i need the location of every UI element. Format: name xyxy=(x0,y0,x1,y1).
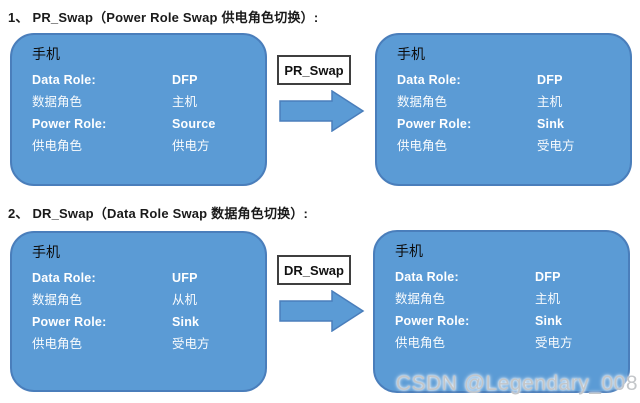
row-label: Data Role: xyxy=(395,270,459,284)
row-value: DFP xyxy=(537,73,563,87)
row-value: DFP xyxy=(172,73,198,87)
card-row: Power Role: Sink xyxy=(32,311,265,333)
card-row: Data Role: DFP xyxy=(397,69,630,91)
arrow-right-icon xyxy=(279,290,365,332)
row-value: 主机 xyxy=(535,292,561,306)
phone-card-dr-after: 手机 Data Role: DFP 数据角色 主机 Power Role: Si… xyxy=(373,230,630,393)
row-label: 供电角色 xyxy=(397,139,448,153)
card-title: 手机 xyxy=(32,46,60,62)
row-label: Power Role: xyxy=(32,315,107,329)
card-row: Data Role: DFP xyxy=(32,69,265,91)
section2-heading: 2、 DR_Swap（Data Role Swap 数据角色切换）: xyxy=(8,206,309,221)
row-value: 受电方 xyxy=(537,139,575,153)
card-row: Data Role: DFP xyxy=(395,266,628,288)
row-value: 主机 xyxy=(172,95,198,109)
card-row: Power Role: Sink xyxy=(397,113,630,135)
card-row: Power Role: Sink xyxy=(395,310,628,332)
card-row: 供电角色 供电方 xyxy=(32,135,265,157)
csdn-watermark: CSDN @Legendary_008 xyxy=(395,372,638,395)
row-label: 供电角色 xyxy=(395,336,446,350)
row-value: 受电方 xyxy=(535,336,573,350)
arrow-right-icon xyxy=(279,90,365,132)
card-row: Data Role: UFP xyxy=(32,267,265,289)
card-row: 供电角色 受电方 xyxy=(397,135,630,157)
row-label: Power Role: xyxy=(397,117,472,131)
card-row: 供电角色 受电方 xyxy=(32,333,265,355)
card-row: 数据角色 主机 xyxy=(395,288,628,310)
pr-swap-label: PR_Swap xyxy=(277,55,351,85)
card-title: 手机 xyxy=(397,46,425,62)
row-value: 从机 xyxy=(172,293,198,307)
row-value: 主机 xyxy=(537,95,563,109)
row-value: Sink xyxy=(172,315,200,329)
row-value: 供电方 xyxy=(172,139,210,153)
row-label: Data Role: xyxy=(32,73,96,87)
row-label: 数据角色 xyxy=(32,95,83,109)
row-label: Data Role: xyxy=(32,271,96,285)
card-row: 供电角色 受电方 xyxy=(395,332,628,354)
phone-card-pr-before: 手机 Data Role: DFP 数据角色 主机 Power Role: So… xyxy=(10,33,267,186)
phone-card-dr-before: 手机 Data Role: UFP 数据角色 从机 Power Role: Si… xyxy=(10,231,267,392)
row-label: 供电角色 xyxy=(32,337,83,351)
row-label: 数据角色 xyxy=(395,292,446,306)
row-value: Sink xyxy=(537,117,565,131)
row-value: Sink xyxy=(535,314,563,328)
card-row: 数据角色 从机 xyxy=(32,289,265,311)
card-title: 手机 xyxy=(395,243,423,259)
card-row: Power Role: Source xyxy=(32,113,265,135)
card-title: 手机 xyxy=(32,244,60,260)
row-label: Power Role: xyxy=(32,117,107,131)
section1-heading: 1、 PR_Swap（Power Role Swap 供电角色切换）: xyxy=(8,10,319,25)
row-label: Data Role: xyxy=(397,73,461,87)
row-label: 数据角色 xyxy=(397,95,448,109)
row-value: DFP xyxy=(535,270,561,284)
card-row: 数据角色 主机 xyxy=(32,91,265,113)
row-label: 数据角色 xyxy=(32,293,83,307)
row-label: 供电角色 xyxy=(32,139,83,153)
row-value: 受电方 xyxy=(172,337,210,351)
row-value: Source xyxy=(172,117,216,131)
row-value: UFP xyxy=(172,271,198,285)
row-label: Power Role: xyxy=(395,314,470,328)
dr-swap-label: DR_Swap xyxy=(277,255,351,285)
phone-card-pr-after: 手机 Data Role: DFP 数据角色 主机 Power Role: Si… xyxy=(375,33,632,186)
card-row: 数据角色 主机 xyxy=(397,91,630,113)
